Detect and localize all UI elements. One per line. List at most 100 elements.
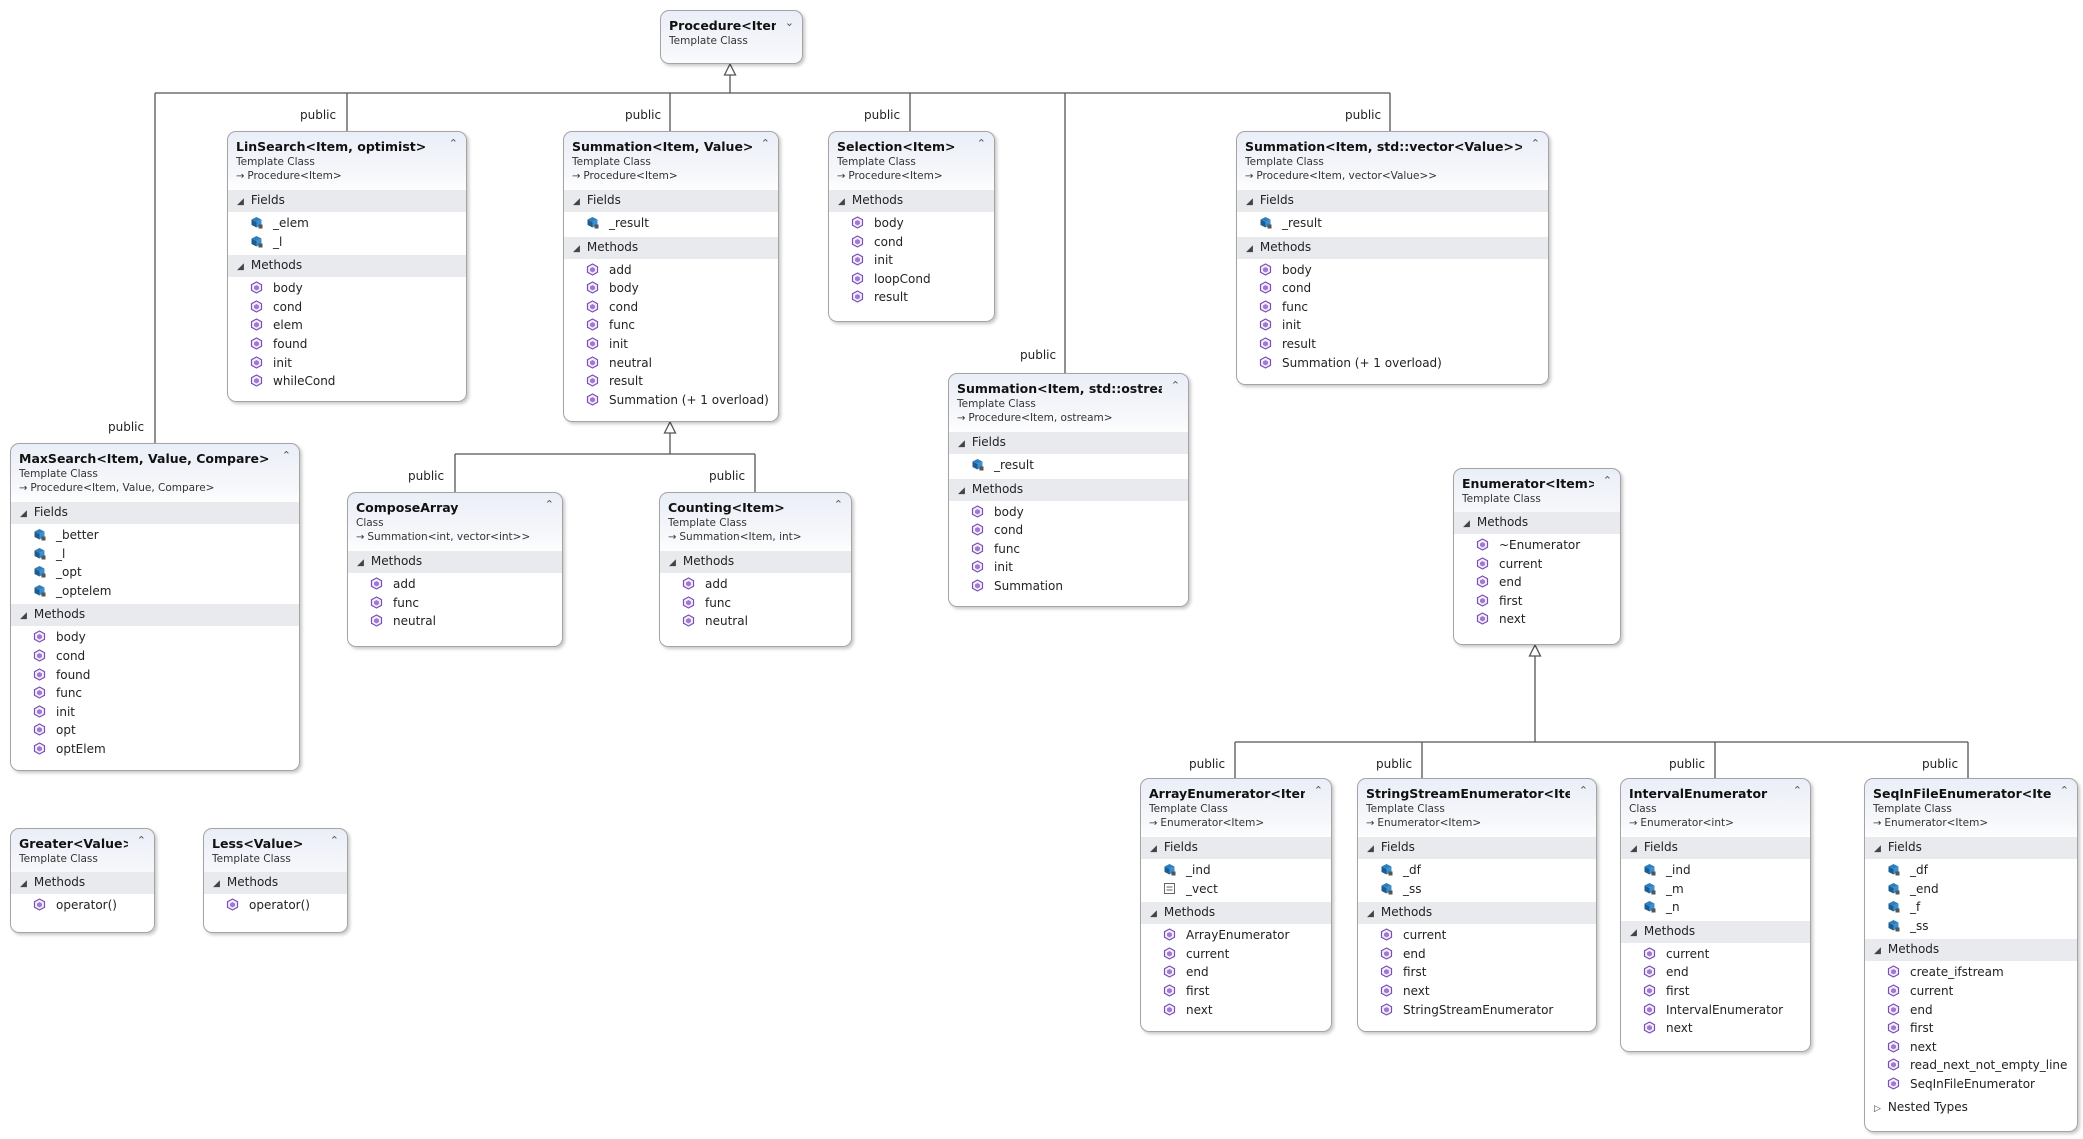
member-item[interactable]: cond (851, 233, 994, 252)
member-item[interactable]: result (586, 372, 778, 391)
member-item[interactable]: next (1380, 982, 1596, 1001)
member-item[interactable]: init (250, 354, 466, 373)
member-item[interactable]: result (851, 288, 994, 307)
member-item[interactable]: _result (971, 456, 1188, 475)
member-item[interactable]: operator() (226, 896, 347, 915)
member-item[interactable]: neutral (586, 354, 778, 373)
section-header[interactable]: ◢Methods (348, 551, 562, 573)
member-item[interactable]: neutral (370, 612, 562, 631)
section-header[interactable]: ◢Fields (564, 190, 778, 212)
class-enumerator[interactable]: Enumerator<Item>Template Class⌃◢Methods~… (1453, 468, 1621, 645)
member-item[interactable]: func (586, 316, 778, 335)
collapse-icon[interactable]: ⌃ (1170, 379, 1180, 392)
member-item[interactable]: current (1643, 945, 1810, 964)
collapse-icon[interactable]: ⌃ (1530, 137, 1540, 150)
member-item[interactable]: _df (1380, 861, 1596, 880)
member-item[interactable]: cond (33, 647, 299, 666)
section-header[interactable]: ◢Methods (11, 604, 299, 627)
member-item[interactable]: operator() (33, 896, 154, 915)
member-item[interactable]: body (851, 214, 994, 233)
member-item[interactable]: elem (250, 316, 466, 335)
member-item[interactable]: next (1887, 1038, 2077, 1057)
member-item[interactable]: _ind (1643, 861, 1810, 880)
section-header[interactable]: ◢Methods (1141, 902, 1331, 925)
member-item[interactable]: _ss (1380, 880, 1596, 899)
member-item[interactable]: current (1380, 926, 1596, 945)
member-item[interactable]: create_ifstream (1887, 963, 2077, 982)
member-item[interactable]: end (1163, 963, 1331, 982)
section-header[interactable]: ◢Methods (1454, 512, 1620, 534)
member-item[interactable]: first (1380, 963, 1596, 982)
member-item[interactable]: body (971, 503, 1188, 522)
section-header[interactable]: ◢Methods (228, 255, 466, 278)
member-item[interactable]: _optelem (33, 582, 299, 601)
member-item[interactable]: cond (1259, 279, 1548, 298)
member-item[interactable]: func (682, 594, 851, 613)
nested-types-section[interactable]: ▷Nested Types (1865, 1096, 2077, 1118)
section-header[interactable]: ◢Fields (228, 190, 466, 212)
section-header[interactable]: ◢Fields (11, 502, 299, 524)
class-procedure[interactable]: Procedure<Item...Template Class⌄ (660, 10, 803, 64)
section-header[interactable]: ◢Fields (1865, 837, 2077, 859)
member-item[interactable]: opt (33, 721, 299, 740)
member-item[interactable]: found (250, 335, 466, 354)
member-item[interactable]: body (250, 279, 466, 298)
member-item[interactable]: found (33, 666, 299, 685)
member-item[interactable]: body (1259, 261, 1548, 280)
member-item[interactable]: StringStreamEnumerator (1380, 1001, 1596, 1020)
collapse-icon[interactable]: ⌄ (784, 16, 794, 29)
collapse-icon[interactable]: ⌃ (976, 137, 986, 150)
member-item[interactable]: IntervalEnumerator (1643, 1001, 1810, 1020)
member-item[interactable]: body (33, 628, 299, 647)
member-item[interactable]: _elem (250, 214, 466, 233)
member-item[interactable]: _df (1887, 861, 2077, 880)
collapse-icon[interactable]: ⌃ (1578, 784, 1588, 797)
member-item[interactable]: next (1476, 610, 1620, 629)
member-item[interactable]: SeqInFileEnumerator (1887, 1075, 2077, 1094)
member-item[interactable]: end (1643, 963, 1810, 982)
member-item[interactable]: Summation (+ 1 overload) (586, 391, 778, 410)
member-item[interactable]: init (586, 335, 778, 354)
member-item[interactable]: add (682, 575, 851, 594)
member-item[interactable]: init (1259, 316, 1548, 335)
class-seqinfileenumerator[interactable]: SeqInFileEnumerator<Item>Template Class→… (1864, 778, 2078, 1132)
member-item[interactable]: body (586, 279, 778, 298)
section-header[interactable]: ◢Methods (949, 478, 1188, 501)
member-item[interactable]: _opt (33, 563, 299, 582)
member-item[interactable]: cond (971, 521, 1188, 540)
member-item[interactable]: first (1643, 982, 1810, 1001)
collapse-icon[interactable]: ⌃ (1313, 784, 1323, 797)
member-item[interactable]: first (1887, 1019, 2077, 1038)
section-header[interactable]: ◢Methods (564, 236, 778, 259)
section-header[interactable]: ◢Methods (11, 872, 154, 894)
section-header[interactable]: ◢Fields (1237, 190, 1548, 212)
section-header[interactable]: ◢Fields (1621, 837, 1810, 859)
member-item[interactable]: Summation (971, 577, 1188, 596)
member-item[interactable]: Summation (+ 1 overload) (1259, 354, 1548, 373)
class-counting[interactable]: Counting<Item>Template Class→Summation<I… (659, 492, 852, 647)
member-item[interactable]: _vect (1163, 880, 1331, 899)
member-item[interactable]: add (586, 261, 778, 280)
member-item[interactable]: ArrayEnumerator (1163, 926, 1331, 945)
class-selection[interactable]: Selection<Item>Template Class→Procedure<… (828, 131, 995, 322)
class-maxsearch[interactable]: MaxSearch<Item, Value, Compare>Template … (10, 443, 300, 771)
member-item[interactable]: cond (586, 298, 778, 317)
member-item[interactable]: _ss (1887, 917, 2077, 936)
member-item[interactable]: _m (1643, 880, 1810, 899)
section-header[interactable]: ◢Methods (660, 551, 851, 573)
class-stringstreamenumerator[interactable]: StringStreamEnumerator<Item>Template Cla… (1357, 778, 1597, 1032)
collapse-icon[interactable]: ⌃ (329, 834, 339, 847)
member-item[interactable]: _result (1259, 214, 1548, 233)
member-item[interactable]: _better (33, 526, 299, 545)
member-item[interactable]: init (851, 251, 994, 270)
section-header[interactable]: ◢Fields (949, 432, 1188, 454)
member-item[interactable]: _l (33, 545, 299, 564)
member-item[interactable]: whileCond (250, 372, 466, 391)
collapse-icon[interactable]: ⌃ (281, 449, 291, 462)
member-item[interactable]: _n (1643, 898, 1810, 917)
member-item[interactable]: read_next_not_empty_line (1887, 1056, 2077, 1075)
section-header[interactable]: ◢Fields (1358, 837, 1596, 859)
